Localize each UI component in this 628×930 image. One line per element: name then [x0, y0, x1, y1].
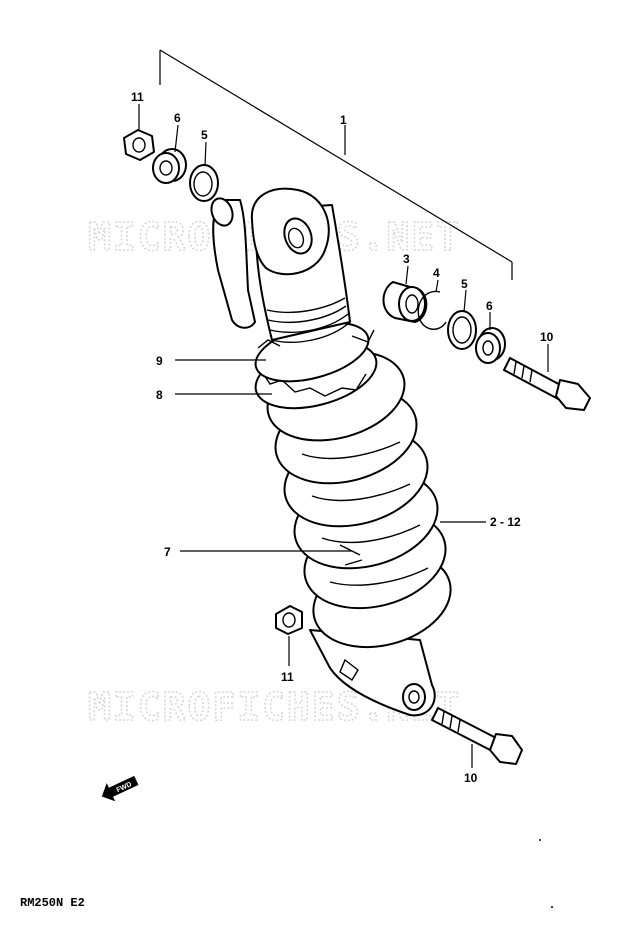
callout-11-bottom: 11: [281, 670, 294, 684]
model-code: RM250N E2: [20, 896, 85, 910]
spacer-right: [475, 327, 506, 364]
reservoir-body: [212, 199, 256, 329]
coil-spring: [266, 350, 452, 649]
callout-9: 9: [156, 354, 163, 368]
forward-arrow-icon: FWD: [101, 775, 139, 802]
seal-right: [447, 310, 477, 350]
bolt-top: [503, 357, 591, 411]
lower-mount-eye: [402, 683, 426, 711]
callout-5-right: 5: [461, 277, 468, 291]
spacer-top: [152, 148, 187, 184]
circlip: [417, 290, 447, 330]
callout-1: 1: [340, 113, 347, 127]
callout-7: 7: [164, 545, 171, 559]
callout-11-top: 11: [131, 90, 144, 104]
bolt-bottom: [431, 707, 523, 765]
assembly-bracket: [159, 49, 513, 280]
callout-10-top: 10: [540, 330, 554, 344]
callout-5-top: 5: [201, 128, 208, 142]
callout-8: 8: [156, 388, 163, 402]
forward-label: FWD: [116, 781, 133, 794]
callout-6-right: 6: [486, 299, 493, 313]
callout-2-12: 2 - 12: [490, 515, 521, 529]
nut-top: [123, 129, 155, 161]
leader-lines: [138, 104, 549, 768]
nut-bottom: [275, 605, 303, 635]
callout-10-bottom: 10: [464, 771, 478, 785]
callout-4: 4: [433, 266, 440, 280]
seal-top: [189, 164, 219, 202]
callout-3: 3: [403, 252, 410, 266]
callout-6-top: 6: [174, 111, 181, 125]
shock-absorber-assembly: [210, 187, 452, 717]
